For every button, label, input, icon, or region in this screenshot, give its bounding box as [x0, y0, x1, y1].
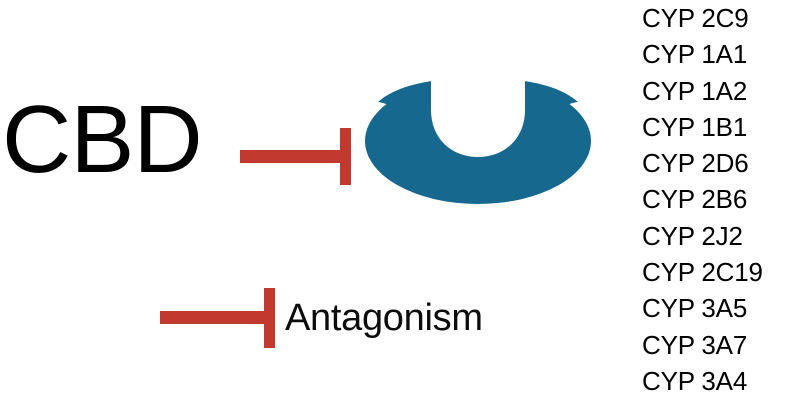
cyp-list-item: CYP 1B1: [642, 111, 748, 142]
legend-antagonism-symbol-icon: [160, 288, 280, 350]
cyp-list-item: CYP 2C19: [642, 257, 763, 288]
legend-label: Antagonism: [285, 297, 483, 339]
cbd-label: CBD: [2, 86, 203, 193]
cyp-list-item: CYP 2D6: [642, 148, 749, 179]
inhibition-connector: [240, 128, 355, 188]
cyp-list-item: CYP 3A5: [642, 293, 748, 324]
cyp-list-item: CYP 2J2: [642, 220, 743, 251]
cyp-list-item: CYP 1A1: [642, 39, 748, 70]
cyp-list-item: CYP 3A4: [642, 365, 748, 396]
legend-tbar-head-icon: [264, 288, 275, 348]
cyp-target-list: CYP 2C9 CYP 1A1 CYP 1A2 CYP 1B1 CYP 2D6 …: [642, 0, 786, 399]
cyp-list-item: CYP 1A2: [642, 75, 748, 106]
cyp-list-item: CYP 3A7: [642, 329, 748, 360]
cyp-list-item: CYP 2B6: [642, 184, 748, 215]
enzyme-notch: [431, 78, 525, 157]
enzyme-shape-icon: [365, 78, 591, 204]
enzyme-svg: [365, 78, 591, 204]
inhibition-shaft: [240, 150, 346, 163]
legend-shaft: [160, 311, 270, 324]
cyp-list-item: CYP 2C9: [642, 3, 749, 33]
inhibition-tbar-head-icon: [340, 128, 351, 185]
